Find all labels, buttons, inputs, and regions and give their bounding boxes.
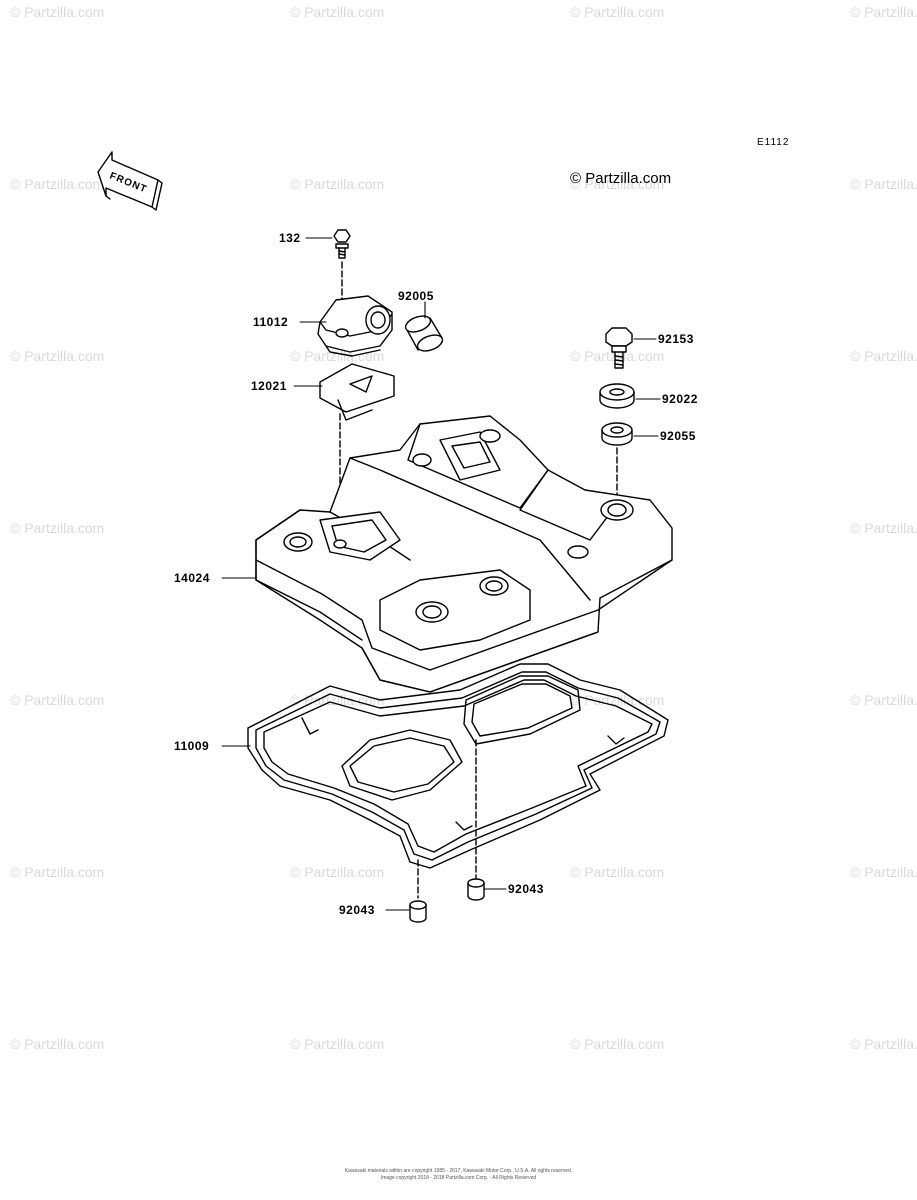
gasket-11009 [247, 663, 669, 869]
callout-11009: 11009 [174, 739, 210, 753]
watermark-text: © Partzilla.com [850, 348, 917, 364]
watermark-text: © Partzilla.com [10, 176, 105, 192]
watermark-text: © Partzilla.com [850, 864, 917, 880]
callout-92022: 92022 [662, 392, 698, 406]
copyright-footer: Kawasaki materials within are copyright … [0, 1168, 917, 1182]
callout-11012: 11012 [253, 315, 289, 329]
watermark-text: © Partzilla.com [10, 692, 105, 708]
callout-92043-left: 92043 [339, 903, 375, 917]
grommet-92055 [601, 422, 633, 446]
watermark-text: © Partzilla.com [850, 692, 917, 708]
copyright-line-1: Kawasaki materials within are copyright … [344, 1168, 573, 1174]
watermark-text: © Partzilla.com [290, 1036, 385, 1052]
watermark-text: © Partzilla.com [570, 864, 665, 880]
watermark-text: © Partzilla.com [290, 348, 385, 364]
callout-14024: 14024 [174, 571, 210, 585]
bolt-92153 [605, 327, 633, 369]
callout-12021: 12021 [251, 379, 287, 393]
watermark-text: © Partzilla.com [570, 176, 665, 192]
watermark-text: © Partzilla.com [10, 4, 105, 20]
diagram-code: E1112 [757, 137, 790, 148]
watermark-text: © Partzilla.com [850, 1036, 917, 1052]
copyright-line-2: Image copyright 2018 - 2018 Partzilla.co… [380, 1175, 537, 1181]
watermark-text: © Partzilla.com [10, 1036, 105, 1052]
watermark-text: © Partzilla.com [290, 864, 385, 880]
dowel-pin-92043-right [467, 878, 485, 901]
watermark-text: © Partzilla.com [570, 4, 665, 20]
brand-watermark: © Partzilla.com [570, 170, 672, 187]
bolt-132 [333, 229, 351, 259]
callout-92005: 92005 [398, 289, 434, 303]
callout-132: 132 [279, 231, 301, 245]
front-arrow-icon [97, 151, 163, 211]
watermark-text: © Partzilla.com [290, 176, 385, 192]
plate-12021 [319, 363, 395, 421]
hose-92005 [404, 315, 444, 352]
watermark-text: © Partzilla.com [10, 864, 105, 880]
watermark-text: © Partzilla.com [290, 4, 385, 20]
callout-92153: 92153 [658, 332, 694, 346]
watermark-text: © Partzilla.com [570, 1036, 665, 1052]
watermark-text: © Partzilla.com [850, 4, 917, 20]
breather-cover-11012 [317, 295, 393, 357]
callout-92043-right: 92043 [508, 882, 544, 896]
watermark-text: © Partzilla.com [850, 176, 917, 192]
washer-92022 [599, 383, 635, 409]
callout-92055: 92055 [660, 429, 696, 443]
watermark-text: © Partzilla.com [850, 520, 917, 536]
watermark-text: © Partzilla.com [570, 692, 665, 708]
watermark-text: © Partzilla.com [10, 348, 105, 364]
leader-lines [221, 237, 661, 911]
dowel-pin-92043-left [409, 900, 427, 923]
head-cover-14024 [255, 415, 673, 693]
watermark-text: © Partzilla.com [10, 520, 105, 536]
watermark-text: © Partzilla.com [290, 692, 385, 708]
